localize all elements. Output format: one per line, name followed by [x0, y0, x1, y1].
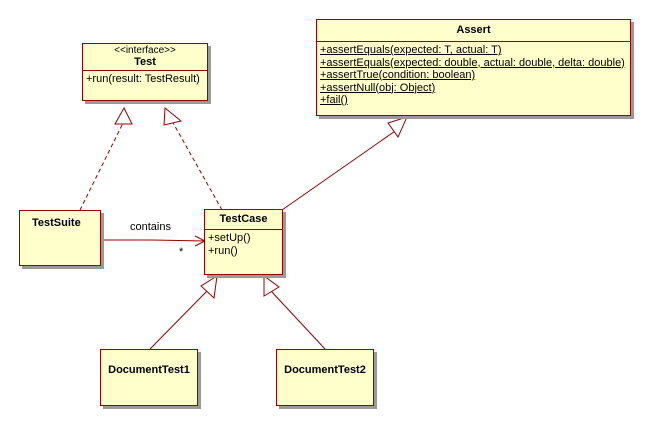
association-line-contains — [101, 239, 206, 242]
generalization-arrowhead — [200, 275, 218, 300]
testcase-op-setup: +setUp() — [208, 232, 251, 244]
testcase-name: TestCase — [219, 213, 268, 225]
testsuite-class-box[interactable]: TestSuite — [19, 210, 101, 266]
generalization-line-testcase-assert — [281, 128, 399, 211]
documenttest2-name: DocumentTest2 — [284, 363, 366, 376]
realization-line-testcase-test — [171, 120, 223, 211]
testcase-header: TestCase — [205, 210, 282, 230]
assert-header: Assert — [317, 20, 630, 42]
generalization-arrowhead — [263, 275, 280, 297]
testcase-operations: +setUp() +run() — [205, 230, 282, 259]
test-header: <<interface>> Test — [83, 44, 207, 71]
testcase-op-run: +run() — [208, 244, 238, 257]
test-op-run: +run(result: TestResult) — [86, 73, 200, 85]
assert-op-fail: +fail() — [320, 94, 348, 106]
test-stereotype: <<interface>> — [114, 45, 176, 56]
generalization-line-documenttest2 — [270, 290, 326, 350]
assert-op-assertnull: +assertNull(obj: Object) — [320, 81, 436, 94]
generalization-line-documenttest1 — [149, 289, 209, 350]
assert-class-box[interactable]: Assert +assertEquals(expected: T, actual… — [316, 19, 631, 116]
realization-arrowhead — [114, 106, 133, 125]
assert-op-assertequals-double: +assertEquals(expected: double, actual: … — [320, 56, 625, 69]
realization-line-testsuite-test — [79, 120, 125, 211]
documenttest2-class-box[interactable]: DocumentTest2 — [276, 349, 374, 406]
generalization-arrowhead — [387, 116, 408, 138]
test-name: Test — [134, 56, 156, 68]
assert-operations: +assertEquals(expected: T, actual: T) +a… — [317, 42, 630, 109]
testsuite-name: TestSuite — [32, 217, 81, 229]
assert-op-asserttrue: +assertTrue(condition: boolean) — [320, 69, 476, 81]
realization-arrowhead — [163, 106, 183, 126]
association-label-contains: contains — [130, 221, 171, 233]
association-multiplicity: * — [179, 246, 184, 258]
documenttest1-class-box[interactable]: DocumentTest1 — [100, 349, 198, 406]
documenttest1-name: DocumentTest1 — [108, 363, 190, 376]
testcase-class-box[interactable]: TestCase +setUp() +run() — [204, 209, 283, 275]
assert-name: Assert — [456, 24, 491, 36]
test-interface-box[interactable]: <<interface>> Test +run(result: TestResu… — [82, 43, 208, 101]
assert-op-assertequals-generic: +assertEquals(expected: T, actual: T) — [320, 44, 502, 56]
test-operations: +run(result: TestResult) — [83, 71, 207, 88]
